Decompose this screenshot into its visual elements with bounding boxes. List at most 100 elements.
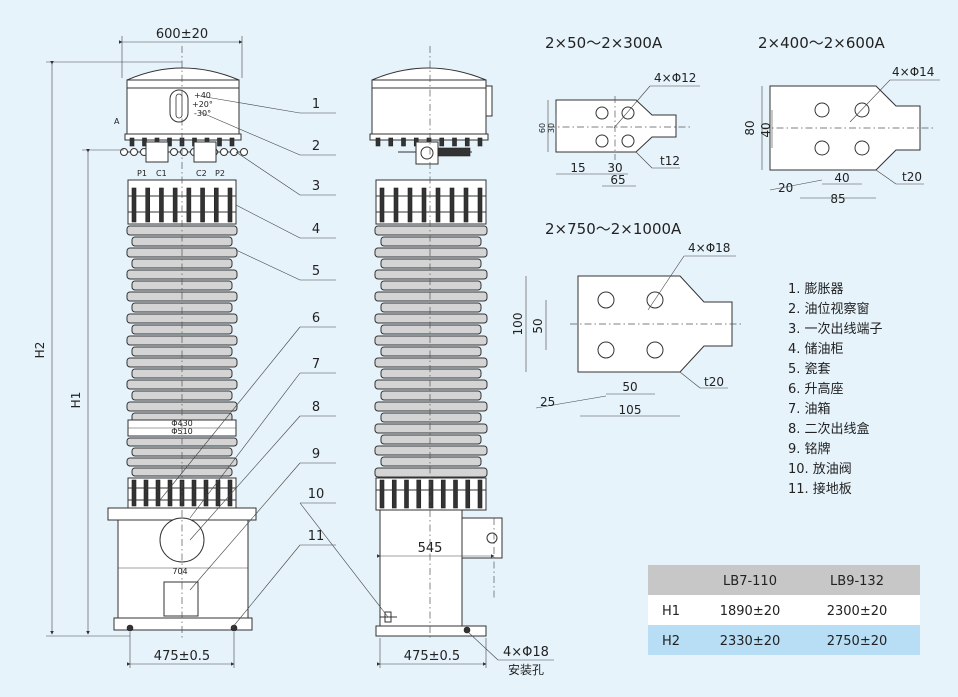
table-row2-c1: 2330±20 (720, 634, 781, 649)
detail2-t: t20 (902, 170, 922, 184)
front-view: 600±20 +40 +20° -30° A P1 C1 C2 P2 Φ430 … (33, 27, 257, 668)
terminal-detail-3: 2×750～2×1000A 4×Φ18 100 50 50 105 25 t20 (511, 220, 744, 417)
legend-item: 9. 铭牌 (788, 441, 831, 457)
side-flange-bolt (452, 137, 457, 147)
detail1-title: 2×50～2×300A (545, 34, 663, 52)
conservator-stud (186, 187, 192, 223)
terminal-bolt (180, 148, 188, 156)
label-C1: C1 (156, 169, 167, 178)
detail1-t: t12 (660, 154, 680, 168)
dim-bottom-front: 475±0.5 (154, 649, 210, 664)
side-porcelain-shed (380, 324, 482, 335)
side-conservator-stud (407, 187, 413, 223)
legend-item: 1. 膨胀器 (788, 282, 844, 297)
side-conservator-stud (379, 187, 385, 223)
callout-11: 11 (308, 529, 325, 544)
conservator-stud (145, 187, 151, 223)
side-porcelain-shed (374, 423, 488, 434)
table-col-2: LB9-132 (830, 574, 884, 589)
callout-3: 3 (312, 179, 320, 194)
side-flange-bolt (375, 137, 381, 147)
dim-545: 545 (418, 541, 443, 556)
side-base-stud (404, 479, 409, 509)
side-base-stud (465, 479, 471, 509)
detail3-holes: 4×Φ18 (688, 241, 730, 255)
legend-item: 8. 二次出线盒 (788, 421, 870, 437)
terminal-bolt (120, 148, 128, 156)
table-col-1: LB7-110 (723, 574, 777, 589)
table-row1-c2: 2300±20 (827, 604, 888, 619)
detail2-h1: 80 (743, 120, 757, 135)
side-porcelain-shed (374, 401, 488, 412)
callout-6: 6 (312, 311, 320, 326)
terminal-bolt (130, 148, 138, 156)
detail2-w3: 20 (778, 181, 793, 195)
side-porcelain-shed (374, 467, 488, 478)
side-porcelain-shed (380, 236, 482, 247)
base-stud (131, 479, 137, 507)
callout-9: 9 (312, 447, 320, 462)
terminal-bolt (170, 148, 178, 156)
detail1-w2: 30 (607, 161, 622, 175)
legend-item: 5. 瓷套 (788, 361, 831, 377)
detail1-h1: 60 (538, 123, 547, 133)
detail2-w1: 40 (834, 171, 849, 185)
table-row2-label: H2 (662, 634, 680, 649)
legend-item: 6. 升高座 (788, 381, 844, 397)
dim-phi510: Φ510 (171, 427, 193, 436)
side-porcelain-shed (380, 434, 482, 445)
terminal-bolt (220, 148, 228, 156)
dimension-table: LB7-110 LB9-132 H1 1890±20 2300±20 H2 23… (648, 565, 920, 655)
side-porcelain-shed (374, 291, 488, 302)
side-conservator-stud (393, 187, 399, 223)
terminal-bolt (240, 148, 248, 156)
conservator-stud (213, 187, 219, 223)
dim-704: 704 (172, 567, 187, 576)
ground-plate (113, 617, 253, 631)
dim-width-top: 600±20 (156, 27, 208, 42)
side-porcelain-shed (380, 346, 482, 357)
detail3-t: t20 (704, 375, 724, 389)
terminal-block-c2 (193, 141, 217, 163)
side-porcelain-shed (380, 368, 482, 379)
side-porcelain-shed (380, 302, 482, 313)
mount-hole-label: 安装孔 (508, 662, 544, 677)
table-row1-c1: 1890±20 (720, 604, 781, 619)
base-stud (203, 479, 209, 507)
oil-mark-2: +20° (192, 100, 213, 109)
side-conservator-stud (463, 187, 469, 223)
legend-item: 2. 油位视察窗 (788, 301, 870, 317)
detail1-h2: 30 (547, 123, 556, 133)
side-flange-bolt (477, 137, 483, 147)
callout-5: 5 (312, 264, 320, 279)
callout-8: 8 (312, 400, 320, 415)
base-stud (167, 479, 173, 507)
detail3-h1: 100 (511, 313, 525, 336)
base-stud (155, 479, 161, 507)
side-porcelain-shed (374, 335, 488, 346)
conservator-stud (131, 187, 137, 223)
legend-item: 11. 接地板 (788, 481, 852, 497)
callout-1: 1 (312, 97, 320, 112)
callout-7: 7 (312, 357, 320, 372)
detail3-w1: 50 (622, 380, 637, 394)
side-base-stud (477, 479, 483, 509)
dim-bottom-side: 475±0.5 (404, 649, 460, 664)
legend-item: 4. 储油柜 (788, 342, 844, 357)
detail1-holes: 4×Φ12 (654, 71, 696, 85)
base-stud (215, 479, 221, 507)
side-porcelain-shed (380, 280, 482, 291)
label-A: A (114, 117, 120, 126)
side-flange-bolt (439, 137, 445, 147)
side-base-stud (391, 479, 397, 509)
side-conservator-stud (421, 187, 427, 223)
expander-dome (126, 67, 240, 81)
table-row1-label: H1 (662, 604, 680, 619)
side-porcelain-shed (374, 247, 488, 258)
side-porcelain-shed (374, 357, 488, 368)
callout-2: 2 (312, 139, 320, 154)
side-base-stud (416, 479, 422, 509)
